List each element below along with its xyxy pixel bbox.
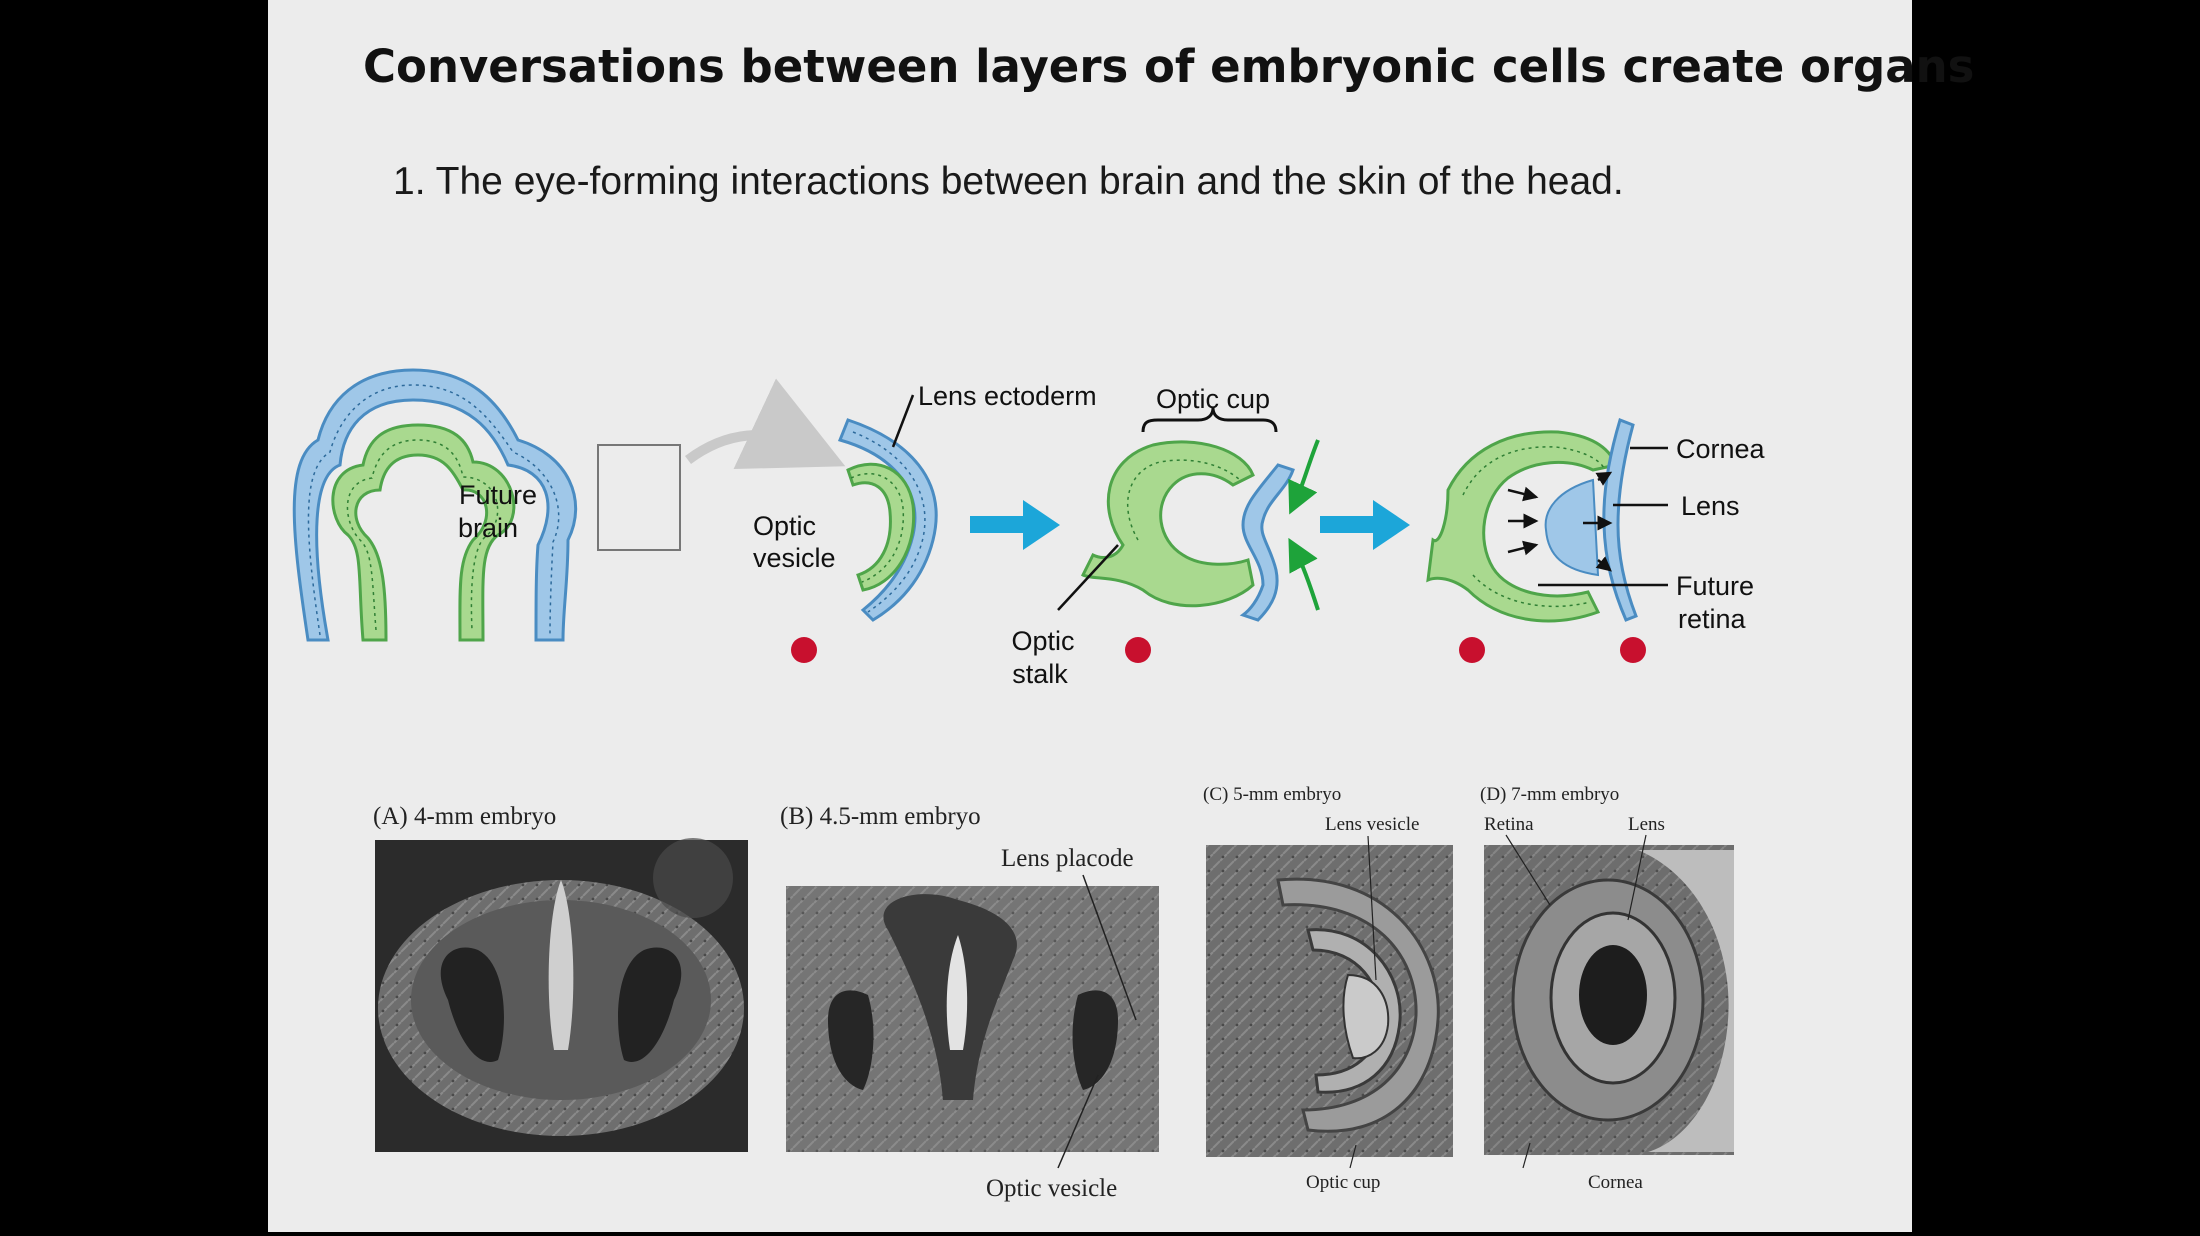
label-optic-vesicle-2: vesicle xyxy=(753,543,836,573)
marker-dot xyxy=(1620,637,1646,663)
slide-title: Conversations between layers of embryoni… xyxy=(363,40,1975,93)
photo-c-label-optic-cup: Optic cup xyxy=(1306,1172,1380,1193)
photo-a-caption: (A) 4-mm embryo xyxy=(373,803,556,830)
label-optic-stalk-1: Optic xyxy=(1011,626,1074,656)
photo-b-caption: (B) 4.5-mm embryo xyxy=(780,803,981,830)
label-optic-vesicle-1: Optic xyxy=(753,511,816,541)
label-lens-ectoderm: Lens ectoderm xyxy=(918,381,1097,411)
progression-arrow-1 xyxy=(970,500,1060,550)
eye-development-figure: Future brain Lens ectoderm Optic vesicle xyxy=(292,368,1766,1202)
label-cornea: Cornea xyxy=(1676,434,1766,464)
photo-panel-d: (D) 7-mm embryo Retina Lens Cornea xyxy=(1480,784,1734,1193)
stage-optic-cup: Optic cup Optic stalk xyxy=(1011,384,1320,689)
label-future-brain-2: brain xyxy=(458,513,518,543)
label-optic-cup: Optic cup xyxy=(1156,384,1270,414)
label-optic-stalk-2: stalk xyxy=(1012,659,1068,689)
photo-b-label-optic-vesicle: Optic vesicle xyxy=(986,1175,1117,1202)
photo-c-caption: (C) 5-mm embryo xyxy=(1203,784,1341,805)
photo-b-label-lens-placode: Lens placode xyxy=(1001,845,1134,872)
stage-eye-formation: Cornea Lens Future retina xyxy=(1426,418,1766,663)
stage-optic-vesicle: Lens ectoderm Optic vesicle xyxy=(753,381,1097,663)
slide: Conversations between layers of embryoni… xyxy=(268,0,1975,1232)
photo-d-label-retina: Retina xyxy=(1484,814,1534,835)
photo-panel-c: (C) 5-mm embryo Lens vesicle Optic cup xyxy=(1203,784,1453,1193)
photo-panel-b: (B) 4.5-mm embryo Lens placode Optic ves… xyxy=(780,803,1159,1202)
photo-d-caption: (D) 7-mm embryo xyxy=(1480,784,1619,805)
progression-arrow-2 xyxy=(1320,500,1410,550)
marker-dot xyxy=(1125,637,1151,663)
marker-dot xyxy=(1459,637,1485,663)
photo-panel-a: (A) 4-mm embryo xyxy=(373,803,748,1152)
label-lens: Lens xyxy=(1681,491,1740,521)
slide-subtitle: 1. The eye-forming interactions between … xyxy=(393,160,1624,203)
photo-d-label-lens: Lens xyxy=(1628,814,1665,835)
photo-d-label-cornea: Cornea xyxy=(1588,1172,1643,1193)
stage-head-section: Future brain xyxy=(292,368,846,642)
label-future-retina-2: retina xyxy=(1678,604,1747,634)
marker-dot xyxy=(791,637,817,663)
photo-c-label-lens-vesicle: Lens vesicle xyxy=(1325,814,1419,835)
label-future-retina-1: Future xyxy=(1676,571,1754,601)
label-future-brain-1: Future xyxy=(459,480,537,510)
